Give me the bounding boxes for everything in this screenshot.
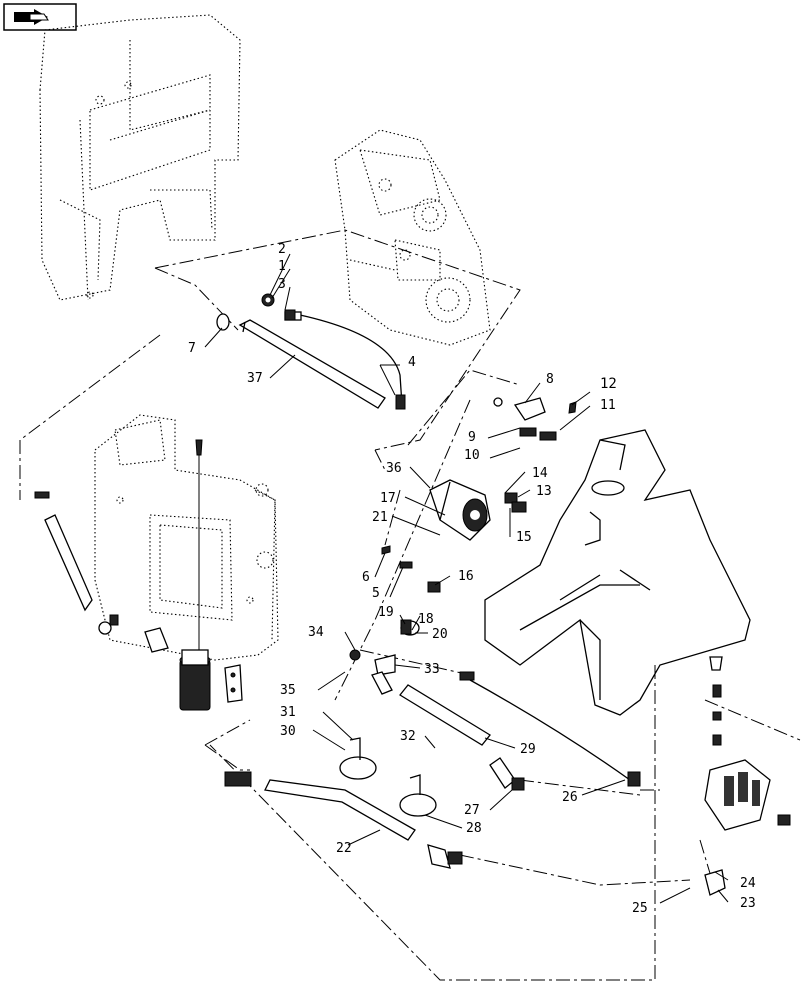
callouts: 2 1 3 4 7 37 8 12 11 9 10 14 13 15 36 17… (188, 242, 756, 916)
clamp-7[interactable] (216, 313, 230, 331)
callout-14[interactable]: 14 (532, 466, 548, 481)
callout-31[interactable]: 31 (280, 705, 296, 720)
callout-2[interactable]: 2 (278, 242, 286, 257)
hose-26[interactable] (459, 671, 641, 787)
fitting-13-15[interactable] (504, 492, 527, 513)
callout-18[interactable]: 18 (418, 612, 434, 627)
hose-22[interactable] (224, 771, 463, 869)
callout-15[interactable]: 15 (516, 530, 532, 545)
callout-8[interactable]: 8 (546, 372, 554, 387)
callout-16[interactable]: 16 (458, 569, 474, 584)
chassis-frame-right (484, 429, 751, 716)
callout-22[interactable]: 22 (336, 841, 352, 856)
motor-36[interactable] (429, 479, 491, 541)
callout-24[interactable]: 24 (740, 876, 756, 891)
hose-27[interactable] (489, 757, 525, 791)
fitting-1-2-3[interactable] (261, 293, 296, 321)
elbow-8-9[interactable] (493, 397, 577, 441)
hose-left[interactable] (34, 491, 169, 653)
callout-25[interactable]: 25 (632, 901, 648, 916)
hose-37[interactable] (238, 319, 386, 409)
chassis-frame-lower (94, 414, 279, 661)
callout-11[interactable]: 11 (600, 398, 616, 413)
callout-10[interactable]: 10 (464, 448, 480, 463)
fitting-5-6[interactable] (381, 545, 413, 569)
transmission (334, 129, 491, 346)
callout-36[interactable]: 36 (386, 461, 402, 476)
callout-9[interactable]: 9 (468, 430, 476, 445)
callout-20[interactable]: 20 (432, 627, 448, 642)
callout-21[interactable]: 21 (372, 510, 388, 525)
callout-28[interactable]: 28 (466, 821, 482, 836)
callout-4[interactable]: 4 (408, 355, 416, 370)
leader-lines (204, 253, 729, 904)
callout-33[interactable]: 33 (424, 662, 440, 677)
callout-32[interactable]: 32 (400, 729, 416, 744)
clamp-31[interactable] (339, 737, 377, 780)
callout-30[interactable]: 30 (280, 724, 296, 739)
callout-13[interactable]: 13 (536, 484, 552, 499)
callout-29[interactable]: 29 (520, 742, 536, 757)
routing-lines (19, 334, 801, 981)
callout-12[interactable]: 12 (600, 376, 617, 392)
fitting-33-34[interactable] (349, 649, 396, 695)
callout-26[interactable]: 26 (562, 790, 578, 805)
callout-5[interactable]: 5 (372, 586, 380, 601)
hose-29[interactable] (399, 684, 491, 746)
callout-1[interactable]: 1 (278, 259, 286, 274)
fitting-16-19[interactable] (400, 581, 441, 636)
callout-17[interactable]: 17 (380, 491, 396, 506)
filter-assembly[interactable] (179, 439, 211, 711)
callout-34[interactable]: 34 (308, 625, 324, 640)
callout-27[interactable]: 27 (464, 803, 480, 818)
callout-19[interactable]: 19 (378, 605, 394, 620)
callout-7[interactable]: 7 (188, 341, 196, 356)
clamp-28[interactable] (399, 774, 437, 817)
control-valve[interactable] (704, 656, 791, 896)
chassis-frame-upper (39, 14, 241, 301)
callout-35[interactable]: 35 (280, 683, 296, 698)
callout-37[interactable]: 37 (247, 371, 263, 386)
callout-23[interactable]: 23 (740, 896, 756, 911)
callout-3[interactable]: 3 (278, 277, 286, 292)
callout-6[interactable]: 6 (362, 570, 370, 585)
filter-bracket[interactable] (224, 664, 243, 703)
arrow-book-icon[interactable] (3, 3, 77, 31)
